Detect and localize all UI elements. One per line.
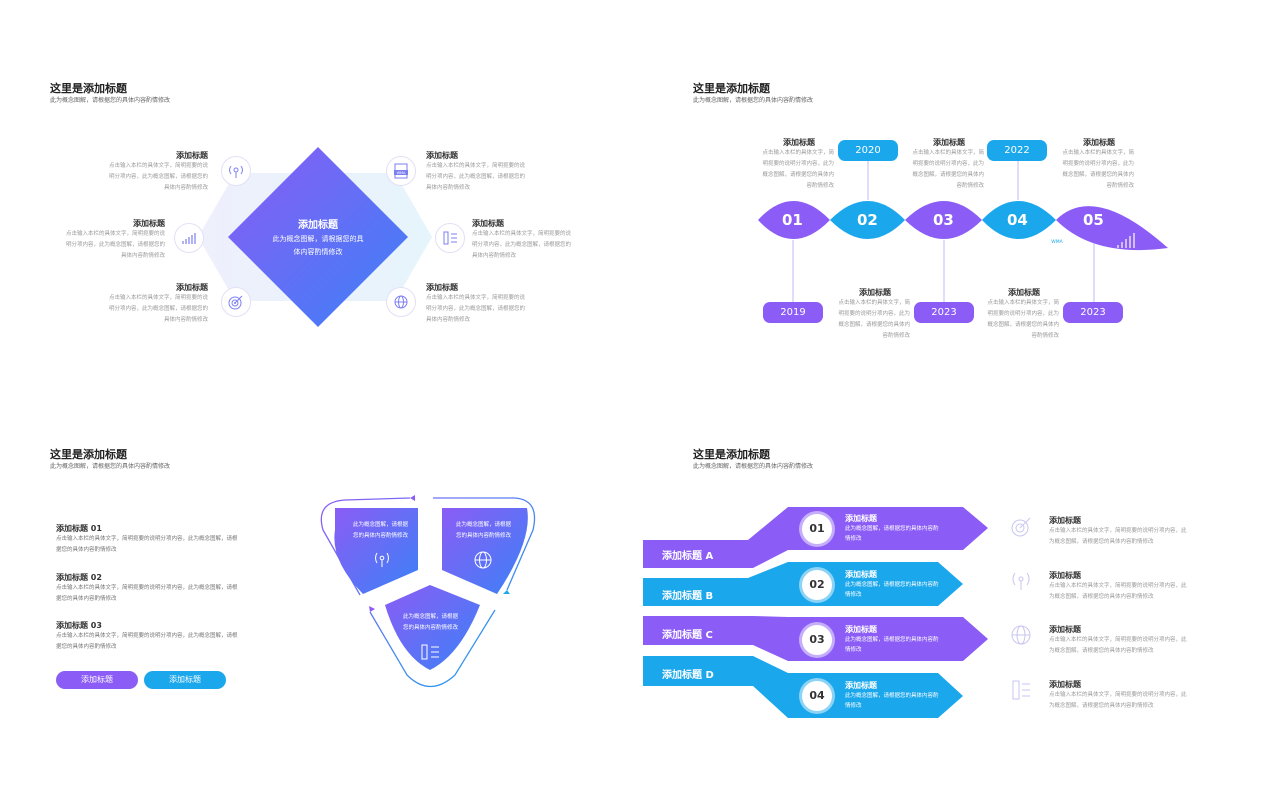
target-icon [228, 295, 243, 310]
svg-text:WMA: WMA [397, 171, 406, 175]
q2-year-2023a: 2023 [914, 302, 974, 323]
q1-item-6: 添加标题 点击输入本栏的具体文字，简明扼要的说明分项内容，此为概念图解，请根据您… [426, 283, 526, 323]
q4-right-text-2: 添加标题 点击输入本栏的具体文字，简明扼要的说明分项内容，此为概念图解，请根据您… [1049, 571, 1187, 600]
svg-text:WMA: WMA [1051, 239, 1063, 245]
q2-petal-04 [982, 201, 1056, 239]
q2-title: 这里是添加标题 [693, 82, 770, 95]
q3-petal-bottom [385, 585, 480, 670]
antenna-icon [824, 235, 838, 248]
q1-icon-circle-4: WMA [386, 156, 416, 186]
q1-item-1: 添加标题 点击输入本栏的具体文字，简明扼要的说明分项内容，此为概念图解，请根据您… [108, 151, 208, 191]
wma-file-icon: WMA [394, 163, 408, 179]
q2-number-03: 03 [933, 211, 954, 229]
q1-icon-circle-6 [386, 287, 416, 317]
q3-right-text: 此为概念图解，请根据您的具体内容酌情修改 [455, 522, 511, 539]
q3-item-1: 添加标题 01 点击输入本栏的具体文字，简明扼要的说明分项内容，此为概念图解，请… [56, 524, 238, 553]
q3-arrow-1 [410, 495, 415, 501]
q1-item-2: 添加标题 点击输入本栏的具体文字，简明扼要的说明分项内容，此为概念图解，请根据您… [65, 219, 165, 259]
q4-arrow-text-02: 添加标题 此为概念图解，请根据您的具体内容酌情修改 [845, 570, 939, 598]
q1-icon-circle-5 [435, 223, 465, 253]
globe-icon [974, 232, 990, 248]
q3-bottom-text: 此为概念图解，请根据您的具体内容酌情修改 [402, 614, 458, 631]
q4-right-text-4: 添加标题 点击输入本栏的具体文字，简明扼要的说明分项内容，此为概念图解，请根据您… [1049, 680, 1187, 709]
q1-diagram [198, 147, 432, 327]
q2-petal-03 [905, 201, 982, 239]
q2-text-2: 添加标题 点击输入本栏的具体文字，简明扼要的说明分项内容，此为概念图解，请根据您… [838, 288, 910, 339]
q1-icon-circle-2 [174, 223, 204, 253]
q2-number-05: 05 [1083, 211, 1104, 229]
antenna-icon [375, 552, 389, 567]
q3-button-2[interactable]: 添加标题 [144, 671, 226, 689]
tower-icon [443, 231, 457, 245]
q2-subtitle: 此为概念图解，请根据您的具体内容酌情修改 [693, 97, 814, 104]
q1-item-3: 添加标题 点击输入本栏的具体文字，简明扼要的说明分项内容，此为概念图解，请根据您… [108, 283, 208, 323]
q4-number-02: 02 [802, 570, 832, 600]
q3-button-1[interactable]: 添加标题 [56, 671, 138, 689]
q4-arrow-text-01: 添加标题 此为概念图解，请根据您的具体内容酌情修改 [845, 514, 939, 542]
q1-title: 这里是添加标题 [50, 82, 127, 95]
q2-petal-02 [830, 201, 905, 239]
q4-label-d: 添加标题 D [662, 670, 714, 681]
q2-number-01: 01 [782, 211, 803, 229]
q2-number-04: 04 [1007, 211, 1028, 229]
globe-icon [1011, 625, 1031, 645]
q4-right-text-3: 添加标题 点击输入本栏的具体文字，简明扼要的说明分项内容，此为概念图解，请根据您… [1049, 625, 1187, 654]
tower-icon [421, 644, 439, 660]
q3-arrow-3 [369, 606, 375, 612]
q4-label-c: 添加标题 C [662, 630, 713, 641]
q3-title: 这里是添加标题 [50, 448, 127, 461]
q4-title: 这里是添加标题 [693, 448, 770, 461]
q3-petal-right [442, 508, 528, 594]
q4-arrow-text-03: 添加标题 此为概念图解，请根据您的具体内容酌情修改 [845, 625, 939, 653]
globe-icon [474, 551, 492, 569]
q4-label-a: 添加标题 A [662, 551, 714, 562]
q2-year-2022: 2022 [987, 140, 1047, 161]
q3-left-text: 此为概念图解，请根据您的具体内容酌情修改 [352, 522, 408, 539]
q4-number-04: 04 [802, 681, 832, 711]
q4-right-text-1: 添加标题 点击输入本栏的具体文字，简明扼要的说明分项内容，此为概念图解，请根据您… [1049, 516, 1187, 545]
q4-arrow-04 [643, 656, 963, 718]
q3-petal-left [334, 508, 418, 594]
q4-subtitle: 此为概念图解，请根据您的具体内容酌情修改 [693, 463, 814, 470]
q3-item-3: 添加标题 03 点击输入本栏的具体文字，简明扼要的说明分项内容，此为概念图解，请… [56, 621, 238, 650]
q1-center-title: 添加标题 [298, 220, 338, 231]
wma-file-icon: WMA [1048, 231, 1066, 249]
q1-item-5: 添加标题 点击输入本栏的具体文字，简明扼要的说明分项内容，此为概念图解，请根据您… [472, 219, 572, 259]
q3-arrow-2 [503, 590, 510, 594]
q4-number-03: 03 [802, 625, 832, 655]
q1-icon-circle-3 [221, 287, 251, 317]
target-icon [1011, 517, 1031, 537]
q2-year-2023b: 2023 [1063, 302, 1123, 323]
q1-icon-circle-1 [221, 156, 251, 186]
q1-item-4: 添加标题 点击输入本栏的具体文字，简明扼要的说明分项内容，此为概念图解，请根据您… [426, 151, 526, 191]
tower-icon [1012, 680, 1030, 700]
bar-chart-icon [182, 233, 196, 244]
q2-text-3: 添加标题 点击输入本栏的具体文字，简明扼要的说明分项内容，此为概念图解，请根据您… [912, 138, 984, 189]
bar-chart-icon [1117, 233, 1135, 248]
antenna-icon [1012, 572, 1030, 590]
q2-text-1: 添加标题 点击输入本栏的具体文字，简明扼要的说明分项内容，此为概念图解，请根据您… [762, 138, 834, 189]
globe-icon [394, 295, 408, 309]
q4-number-01: 01 [802, 514, 832, 544]
q4-arrow-text-04: 添加标题 此为概念图解，请根据您的具体内容酌情修改 [845, 681, 939, 709]
q3-subtitle: 此为概念图解，请根据您的具体内容酌情修改 [50, 463, 171, 470]
q2-petal-01 [758, 201, 830, 239]
q2-petal-05 [1056, 206, 1168, 251]
q1-center-text: 此为概念图解，请根据您的具体内容酌情修改 [272, 235, 364, 256]
target-icon [900, 233, 915, 248]
q2-text-5: 添加标题 点击输入本栏的具体文字，简明扼要的说明分项内容，此为概念图解，请根据您… [1062, 138, 1134, 189]
q4-label-b: 添加标题 B [662, 591, 714, 602]
q1-diamond [228, 147, 408, 327]
q3-outer-ring [320, 497, 536, 688]
q3-item-2: 添加标题 02 点击输入本栏的具体文字，简明扼要的说明分项内容，此为概念图解，请… [56, 573, 238, 602]
q2-wave [758, 160, 1168, 302]
q1-subtitle: 此为概念图解，请根据您的具体内容酌情修改 [50, 97, 171, 104]
q2-text-4: 添加标题 点击输入本栏的具体文字，简明扼要的说明分项内容，此为概念图解，请根据您… [987, 288, 1059, 339]
q2-number-02: 02 [857, 211, 878, 229]
q2-year-2020: 2020 [838, 140, 898, 161]
antenna-icon [229, 165, 243, 178]
q3-triangle-diagram [320, 495, 536, 688]
q2-year-2019: 2019 [763, 302, 823, 323]
